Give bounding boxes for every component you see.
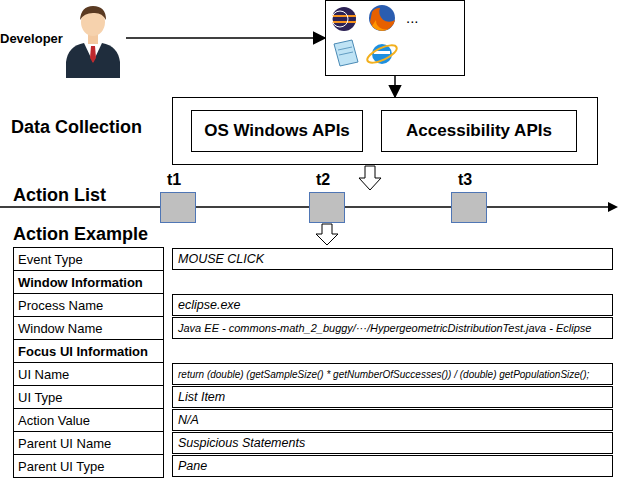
collection-box: Data CollectionOS Windows APIsAccessibil… [172,97,598,165]
developer-icon [62,0,124,78]
field-value-cell: return (double) (getSampleSize() * getNu… [172,363,613,385]
section-label: Action List [13,184,153,206]
ie-icon [365,42,399,66]
section-label: Action Example [13,223,173,245]
table-header-cell: Focus UI Information [13,339,164,363]
connector-arrow [394,76,396,97]
field-name-cell: Parent UI Name [13,431,164,455]
node-text: t3 [458,171,472,189]
node-text: ... [406,9,419,26]
field-name-cell: UI Type [13,385,164,409]
node-text: Data Collection [11,117,142,138]
node-text: Developer [0,31,63,46]
field-value-cell: List Item [172,386,613,408]
notepad-icon [334,40,358,66]
action-square: t3 [451,192,487,223]
developer-actor: Developer [0,0,126,78]
firefox-icon [369,5,395,31]
node-text: t2 [316,171,330,189]
field-value-cell: Suspicious Statements [172,432,613,454]
field-name-cell: Process Name [13,293,164,317]
application-box: ... [325,0,465,76]
hollow-arrow [316,224,338,245]
action-square: t1 [160,192,196,223]
timeline-arrowhead [608,202,618,212]
connector-arrow [126,37,325,39]
field-name-cell: Window Name [13,316,164,340]
eclipse-icon [332,7,356,31]
hollow-arrow [359,166,381,190]
field-name-cell: Event Type [13,247,164,271]
field-name-cell: Action Value [13,408,164,432]
api-box: Accessibility APIs [381,110,577,152]
field-value-cell: MOUSE CLICK [172,248,613,270]
field-value-cell: Java EE - commons-math_2_buggy/···/Hyper… [172,317,613,339]
api-box: OS Windows APIs [191,110,363,152]
table-header-cell: Window Information [13,270,164,294]
field-value-cell: N/A [172,409,613,431]
node-text: Accessibility APIs [406,121,552,141]
node-text: OS Windows APIs [204,121,350,141]
action-square: t2 [309,192,345,223]
field-value-cell: Pane [172,455,613,477]
field-name-cell: Parent UI Type [13,454,164,478]
field-name-cell: UI Name [13,362,164,386]
timeline-axis [0,206,608,208]
field-value-cell: eclipse.exe [172,294,613,316]
node-text: t1 [167,171,181,189]
